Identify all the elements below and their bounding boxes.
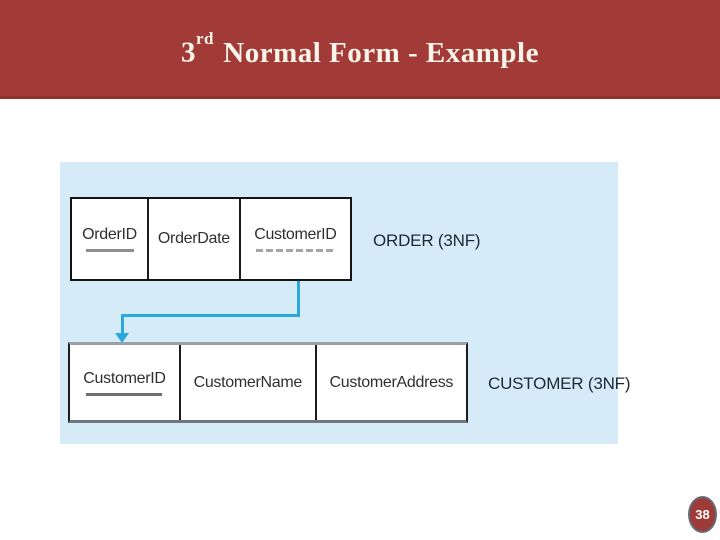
table-cell-customerid-fk: CustomerID (238, 199, 350, 279)
customer-relation-table: CustomerID CustomerName CustomerAddress (68, 342, 468, 423)
table-caption-customer: CUSTOMER (3NF) (488, 374, 631, 393)
primary-key-underline (86, 392, 163, 396)
page-number: 38 (695, 507, 710, 522)
title-ordinal: rd (195, 28, 214, 48)
table-cell-orderid: OrderID (72, 199, 147, 279)
column-label: CustomerName (193, 373, 303, 391)
column-label: OrderDate (157, 230, 230, 247)
arrow-down-icon (115, 333, 129, 343)
title-number: 3 (180, 36, 196, 69)
primary-key-underline (85, 249, 134, 252)
fk-connector-segment (121, 314, 300, 317)
slide-title: 3rd Normal Form - Example (181, 26, 539, 70)
fk-connector-segment (297, 281, 300, 317)
fk-connector-segment (121, 314, 124, 334)
column-label: CustomerAddress (329, 373, 454, 391)
column-label: CustomerID (83, 369, 166, 387)
order-relation-table: OrderID OrderDate CustomerID (70, 197, 352, 281)
foreign-key-underline (256, 249, 335, 252)
table-cell-orderdate: OrderDate (147, 199, 239, 279)
page-number-badge: 38 (688, 496, 717, 533)
table-cell-customername: CustomerName (178, 345, 315, 420)
slide-header: 3rd Normal Form - Example (0, 0, 720, 99)
title-text: Normal Form - Example (223, 36, 539, 69)
table-cell-customeraddress: CustomerAddress (314, 345, 466, 420)
column-label: OrderID (82, 226, 137, 243)
table-cell-customerid: CustomerID (70, 345, 179, 420)
column-label: CustomerID (254, 226, 337, 243)
table-caption-order: ORDER (3NF) (373, 231, 481, 250)
